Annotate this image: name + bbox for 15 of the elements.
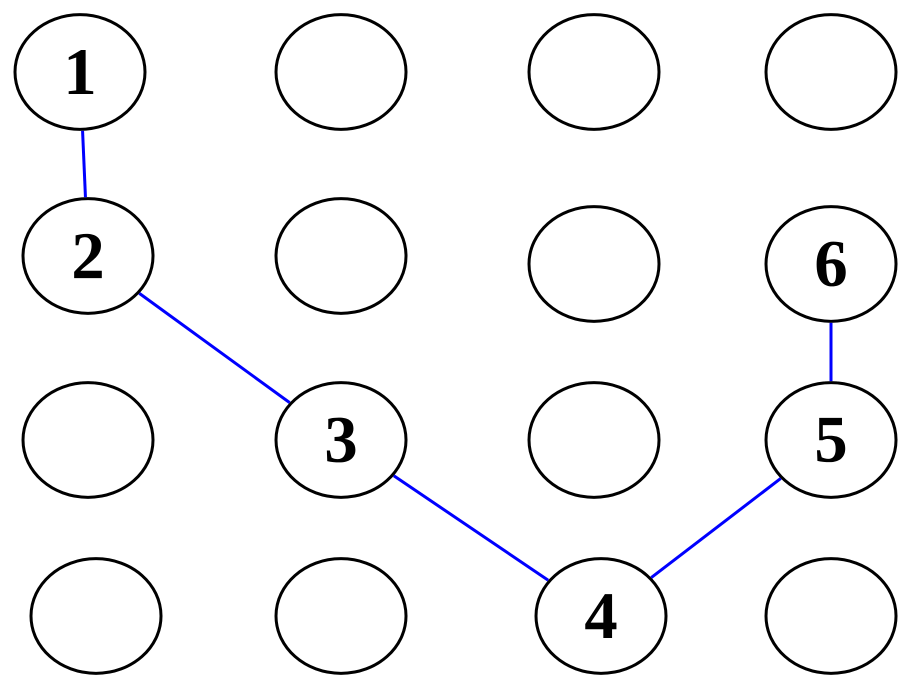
empty-circle: [764, 557, 898, 675]
empty-circle: [274, 197, 408, 315]
empty-circle: [274, 557, 408, 675]
empty-circle: [528, 13, 660, 131]
empty-circle: [22, 381, 154, 499]
connector-line: [392, 474, 550, 582]
connector-line: [650, 477, 782, 579]
connector-line: [81, 130, 87, 198]
empty-circle: [274, 13, 408, 131]
empty-circle: [528, 381, 660, 499]
empty-circle: [764, 13, 898, 131]
connector-line: [138, 292, 291, 404]
empty-circle: [30, 557, 162, 675]
connector-line: [830, 322, 832, 382]
empty-circle: [528, 205, 660, 323]
